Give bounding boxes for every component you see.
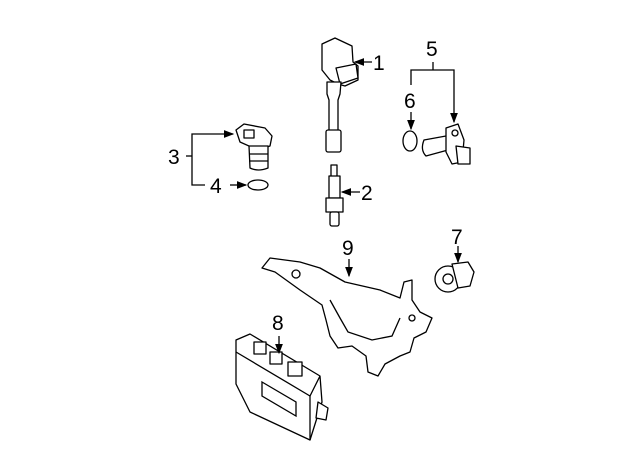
knock-sensor-part[interactable] (434, 261, 475, 293)
o-ring-part-6[interactable] (402, 130, 418, 152)
callout-bracket-5 (410, 69, 458, 124)
ignition-coil-part[interactable] (321, 37, 359, 153)
spark-plug-part[interactable] (325, 164, 344, 227)
ecm-bracket-part[interactable] (261, 257, 433, 377)
callout-bracket-3 (191, 130, 235, 156)
callout-label-7: 7 (451, 226, 463, 249)
callout-label-1: 1 (373, 52, 385, 75)
callout-label-2: 2 (361, 182, 373, 205)
callout-label-6: 6 (404, 90, 416, 113)
engine-control-module-part[interactable] (235, 333, 329, 441)
callout-label-4: 4 (210, 175, 222, 198)
camshaft-sensor-part[interactable] (235, 123, 273, 171)
o-ring-part-4[interactable] (247, 179, 269, 191)
callout-bracket-3-lower (191, 156, 205, 186)
callout-label-5: 5 (426, 38, 438, 61)
crankshaft-sensor-part[interactable] (421, 123, 471, 165)
callout-label-9: 9 (342, 237, 354, 260)
callout-label-3: 3 (168, 146, 180, 169)
callout-label-8: 8 (272, 312, 284, 335)
